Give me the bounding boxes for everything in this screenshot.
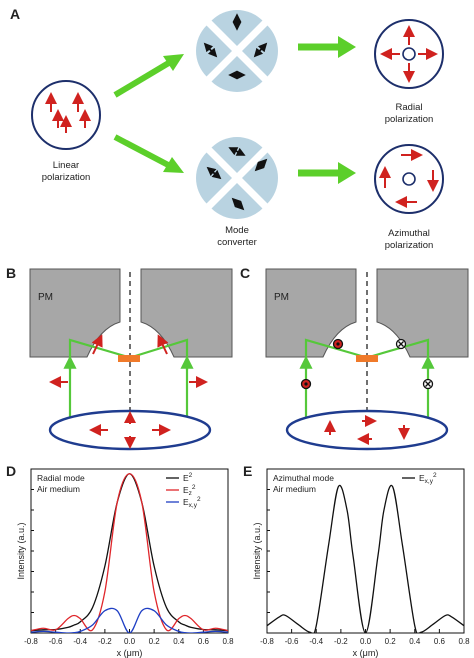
plot-frame <box>30 468 229 634</box>
linear-polarization-beam <box>31 80 101 150</box>
dot-marker-icon <box>332 338 344 350</box>
x-tick-label: -0.6 <box>49 637 63 646</box>
big-green-arrows <box>113 36 356 184</box>
series-line-2 <box>31 473 228 632</box>
azimuthal-polarization-beam <box>374 144 444 214</box>
x-tick-label: -0.4 <box>309 637 323 646</box>
dot-marker-icon <box>300 378 312 390</box>
parabolic-mirror-left <box>29 268 121 358</box>
x-tick-label: 0.0 <box>360 637 372 646</box>
panel-a: A Linear polarization Mode converter <box>10 6 444 251</box>
annotation-line1: Radial mode <box>37 473 85 483</box>
legend-entry: Ez2 <box>183 484 196 497</box>
pm-label: PM <box>38 292 53 303</box>
series-line-1 <box>267 484 464 633</box>
radial-polarization-beam <box>374 19 444 89</box>
panel-b-letter: B <box>6 265 16 281</box>
x-tick-label: 0.8 <box>458 637 470 646</box>
parabolic-mirror-right <box>376 268 469 358</box>
sample-block <box>118 355 140 362</box>
red-arrow-icon <box>91 334 103 355</box>
y-axis-label: Intensity (a.u.) <box>16 522 26 579</box>
mode-converter-bottom <box>196 137 278 219</box>
green-beam-left <box>304 338 366 423</box>
panel-c-letter: C <box>240 265 250 281</box>
green-arrow-icon <box>113 134 174 170</box>
radial-label-line2: polarization <box>385 114 434 125</box>
radial-label-line1: Radial <box>396 102 423 113</box>
plot-frame <box>266 468 465 634</box>
converter-plate <box>242 152 278 204</box>
green-beam-right <box>368 338 430 423</box>
cross-marker-icon <box>395 338 407 350</box>
annotation-line1: Azimuthal mode <box>273 473 334 483</box>
mode-converter-top <box>196 10 278 92</box>
x-tick-label: 0.2 <box>385 637 397 646</box>
panel-e-letter: E <box>243 463 252 479</box>
x-tick-label: 0.6 <box>434 637 446 646</box>
x-tick-label: -0.8 <box>24 637 38 646</box>
x-axis-label: x (μm) <box>353 648 379 658</box>
double-arrow-icon <box>231 197 245 211</box>
double-arrow-icon <box>203 42 218 58</box>
mode-label-line1: Mode <box>225 225 249 236</box>
x-tick-label: 0.8 <box>222 637 234 646</box>
x-tick-label: -0.8 <box>260 637 274 646</box>
green-beam-left <box>68 338 129 423</box>
annotation-line2: Air medium <box>37 484 80 494</box>
chart-d: -0.8 -0.6 -0.4 -0.2 0.0 0.2 0.4 0.6 0.8 x (μm) Int… <box>16 468 234 658</box>
x-tick-label: -0.2 <box>334 637 348 646</box>
azimuthal-label-line1: Azimuthal <box>388 228 430 239</box>
panel-a-letter: A <box>10 6 20 22</box>
legend-entry: Ex,y2 <box>419 472 437 485</box>
azimuthal-label-line2: polarization <box>385 240 434 251</box>
panel-b: B PM <box>6 265 233 451</box>
panel-d-letter: D <box>6 463 16 479</box>
x-tick-label: -0.4 <box>73 637 87 646</box>
panel-c: C PM <box>240 265 469 451</box>
parabolic-mirror-left <box>265 268 357 358</box>
legend-entry: Ex,y2 <box>183 496 201 509</box>
red-arrow-icon <box>157 334 169 355</box>
panel-d: D -0.8 -0.6 -0.4 -0.2 0.0 0.2 0.4 0.6 0.8 x (μm) I… <box>6 463 234 658</box>
x-tick-label: 0.0 <box>124 637 136 646</box>
sample-block <box>356 355 378 362</box>
x-tick-label: 0.6 <box>198 637 210 646</box>
x-tick-label: 0.4 <box>409 637 421 646</box>
x-tick-label: -0.6 <box>285 637 299 646</box>
annotation-line2: Air medium <box>273 484 316 494</box>
green-arrow-icon <box>113 58 174 98</box>
x-tick-label: 0.2 <box>149 637 161 646</box>
double-arrow-icon <box>254 158 268 172</box>
beam-ring <box>285 409 449 451</box>
x-tick-label: -0.2 <box>98 637 112 646</box>
green-beam-right <box>131 338 189 423</box>
pm-label: PM <box>274 292 289 303</box>
cross-marker-icon <box>422 378 434 390</box>
x-axis-label: x (μm) <box>117 648 143 658</box>
double-arrow-icon <box>228 147 246 156</box>
panel-e: E -0.8 -0.6 -0.4 -0.2 0.0 0.2 0.4 0.6 0.8 x (μm) I… <box>243 463 470 658</box>
linear-label-line1: Linear <box>53 160 79 171</box>
double-arrow-icon <box>253 42 268 58</box>
chart-e: -0.8 -0.6 -0.4 -0.2 0.0 0.2 0.4 0.6 0.8 x (μm) Int… <box>252 468 470 658</box>
mode-label-line2: converter <box>217 237 257 248</box>
linear-label-line2: polarization <box>42 172 91 183</box>
x-tick-label: 0.4 <box>173 637 185 646</box>
y-axis-label: Intensity (a.u.) <box>252 522 262 579</box>
legend-entry: E2 <box>183 472 193 483</box>
double-arrow-icon <box>206 166 222 180</box>
